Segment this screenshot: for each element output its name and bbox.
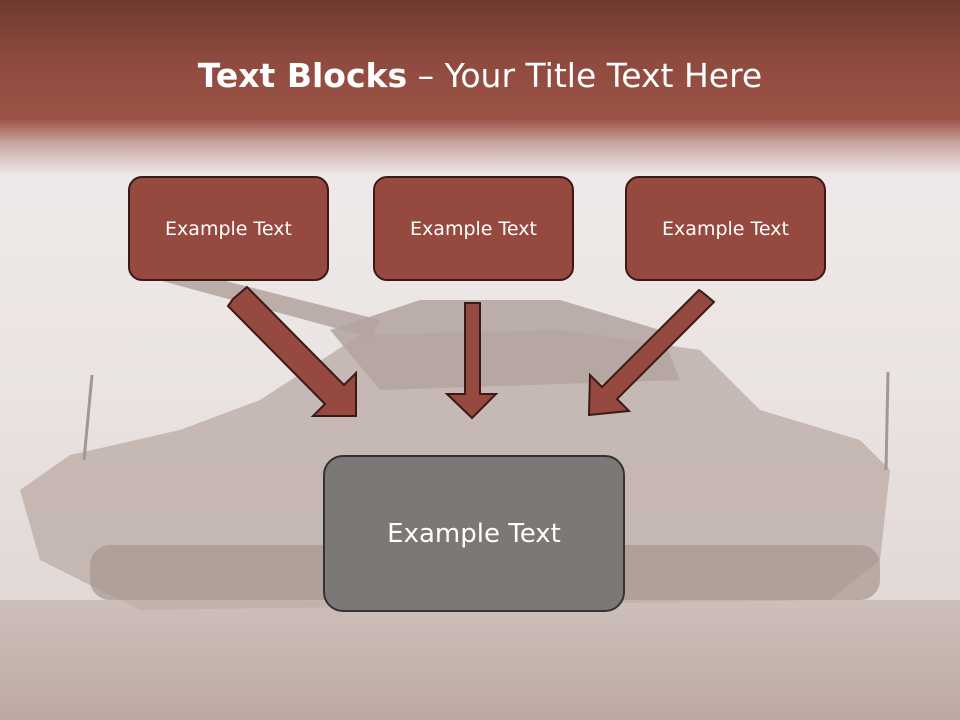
slide-title-rest: – Your Title Text Here: [407, 56, 763, 95]
slide-title-bold: Text Blocks: [197, 56, 408, 95]
main-text-block[interactable]: Example Text: [323, 455, 625, 612]
main-text-block-label: Example Text: [387, 518, 561, 549]
text-block-1-label: Example Text: [165, 217, 292, 240]
text-block-2[interactable]: Example Text: [373, 176, 574, 281]
text-block-3-label: Example Text: [662, 217, 789, 240]
text-block-2-label: Example Text: [410, 217, 537, 240]
text-block-1[interactable]: Example Text: [128, 176, 329, 281]
slide-title: Text Blocks – Your Title Text Here: [0, 52, 960, 100]
text-block-3[interactable]: Example Text: [625, 176, 826, 281]
header-band: [0, 0, 960, 175]
